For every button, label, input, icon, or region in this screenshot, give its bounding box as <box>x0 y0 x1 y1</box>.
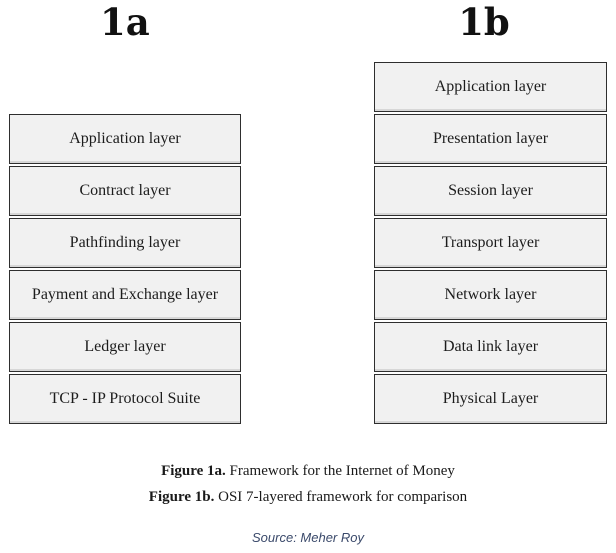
figure-1a-caption-label: Figure 1a. <box>161 463 226 479</box>
layer-1b-data-link: Data link layer <box>374 322 607 372</box>
figure-1a-caption-text: Framework for the Internet of Money <box>229 463 455 479</box>
diagram-1b-heading: 1b <box>458 0 510 44</box>
layer-1a-payment-exchange: Payment and Exchange layer <box>9 270 241 320</box>
layer-1b-network: Network layer <box>374 270 607 320</box>
layer-1a-tcp-ip: TCP - IP Protocol Suite <box>9 374 241 424</box>
figure-1a-caption: Figure 1a. Framework for the Internet of… <box>0 461 616 481</box>
osi-layer-stack: Application layer Presentation layer Ses… <box>374 62 607 424</box>
layer-1a-contract: Contract layer <box>9 166 241 216</box>
layer-1b-presentation: Presentation layer <box>374 114 607 164</box>
source-attribution: Source: Meher Roy <box>252 530 364 545</box>
internet-of-money-layer-stack: Application layer Contract layer Pathfin… <box>9 114 241 424</box>
layer-1a-ledger: Ledger layer <box>9 322 241 372</box>
layer-1a-application: Application layer <box>9 114 241 164</box>
layer-1b-session: Session layer <box>374 166 607 216</box>
diagram-1a-heading: 1a <box>100 0 150 44</box>
layer-1b-transport: Transport layer <box>374 218 607 268</box>
figure-1b-caption-label: Figure 1b. <box>148 489 215 505</box>
figure-1b-caption-text: OSI 7-layered framework for comparison <box>218 489 468 505</box>
layer-1a-pathfinding: Pathfinding layer <box>9 218 241 268</box>
layer-1b-physical: Physical Layer <box>374 374 607 424</box>
figure-1b-caption: Figure 1b. OSI 7-layered framework for c… <box>0 487 616 507</box>
layer-1b-application: Application layer <box>374 62 607 112</box>
